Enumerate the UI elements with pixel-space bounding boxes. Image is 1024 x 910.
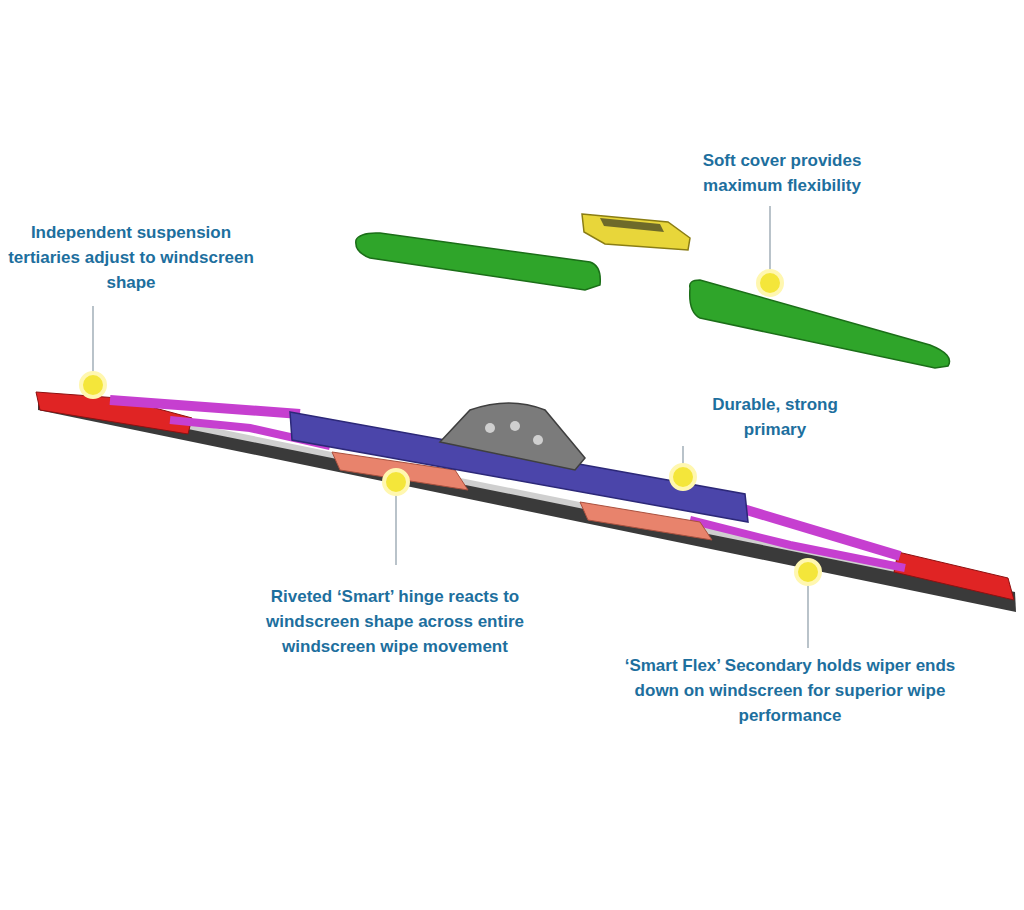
callout-dots <box>81 271 820 584</box>
secondary-arm <box>690 520 905 568</box>
spring-rail <box>60 400 1000 590</box>
mount-hole <box>485 423 495 433</box>
end-cap <box>894 552 1014 600</box>
adapter-clip <box>582 214 690 250</box>
left-cover <box>356 233 601 290</box>
secondary-arm <box>110 400 300 414</box>
adapter-detail <box>600 218 664 232</box>
callout-label: Riveted ‘Smart’ hinge reacts to windscre… <box>235 584 555 659</box>
callout-label: Soft cover provides maximum flexibility <box>682 148 882 198</box>
arm-mount <box>440 403 585 470</box>
primary-frame <box>290 412 748 522</box>
right-cover <box>690 280 950 368</box>
callout-label: Durable, strong primary <box>695 392 855 442</box>
mount-hole <box>510 421 520 431</box>
callout-label: ‘Smart Flex’ Secondary holds wiper ends … <box>610 653 970 728</box>
leader-lines <box>93 206 808 648</box>
mount-hole <box>533 435 543 445</box>
callout-label: Independent suspension tertiaries adjust… <box>6 220 256 295</box>
